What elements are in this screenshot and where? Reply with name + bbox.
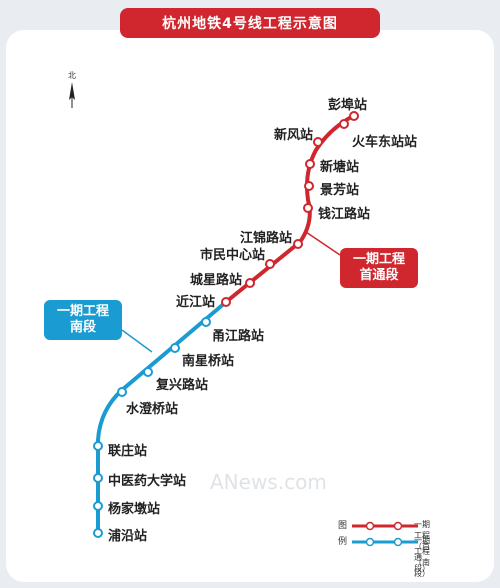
station-marker — [304, 181, 314, 191]
legend-red-text: 一期工程（首通段） — [414, 520, 430, 573]
station-label: 城星路站 — [190, 273, 243, 288]
station-marker — [313, 137, 323, 147]
watermark: ANews.com — [210, 470, 327, 494]
legend-blue-text: 一期工程（南段） — [414, 536, 430, 578]
callout-red-line2: 首通段 — [359, 268, 399, 283]
station-marker — [245, 278, 255, 288]
station-marker — [201, 317, 211, 327]
station-label: 中医药大学站 — [108, 474, 187, 489]
station-label: 水澄桥站 — [126, 402, 179, 417]
station-label: 浦沿站 — [108, 529, 148, 544]
legend-caption-top: 图 — [338, 521, 348, 531]
station-label: 联庄站 — [108, 444, 148, 459]
callout-blue-line2: 南段 — [69, 320, 96, 335]
station-marker — [143, 367, 153, 377]
station-label: 彭埠站 — [328, 98, 368, 113]
first-phase-south-section-callout: 一期工程 南段 — [44, 300, 122, 340]
station-label: 南星桥站 — [182, 354, 235, 369]
station-marker — [293, 239, 303, 249]
blue-callout-pointer — [121, 329, 153, 353]
station-marker — [170, 343, 180, 353]
station-marker — [93, 473, 103, 483]
station-label: 甬江路站 — [212, 329, 265, 344]
north-arrow-icon: 北 — [64, 70, 80, 110]
station-label: 火车东站站 — [352, 135, 418, 150]
legend-caption-bottom: 例 — [338, 537, 348, 547]
station-marker — [93, 441, 103, 451]
station-label: 新风站 — [274, 128, 314, 143]
map-title: 杭州地铁4号线工程示意图 — [120, 8, 380, 38]
station-label: 景芳站 — [320, 183, 360, 198]
station-label: 市民中心站 — [200, 248, 266, 263]
station-marker — [339, 119, 349, 129]
station-marker — [349, 111, 359, 121]
callout-blue-line1: 一期工程 — [56, 304, 109, 319]
station-marker — [93, 528, 103, 538]
station-label: 近江站 — [176, 295, 216, 310]
station-label: 江锦路站 — [240, 231, 293, 246]
first-phase-initial-section-callout: 一期工程 首通段 — [340, 248, 418, 288]
station-label: 新塘站 — [320, 160, 360, 175]
station-marker — [265, 259, 275, 269]
compass-label: 北 — [68, 71, 76, 80]
station-label: 杨家墩站 — [108, 502, 161, 517]
red-callout-pointer — [305, 231, 341, 256]
station-marker — [305, 159, 315, 169]
callout-red-line1: 一期工程 — [352, 252, 405, 267]
station-marker — [221, 297, 231, 307]
station-marker — [303, 203, 313, 213]
station-marker — [93, 501, 103, 511]
station-label: 复兴路站 — [156, 378, 209, 393]
station-label: 钱江路站 — [318, 207, 371, 222]
red-line-segment — [224, 113, 357, 304]
station-marker — [117, 387, 127, 397]
